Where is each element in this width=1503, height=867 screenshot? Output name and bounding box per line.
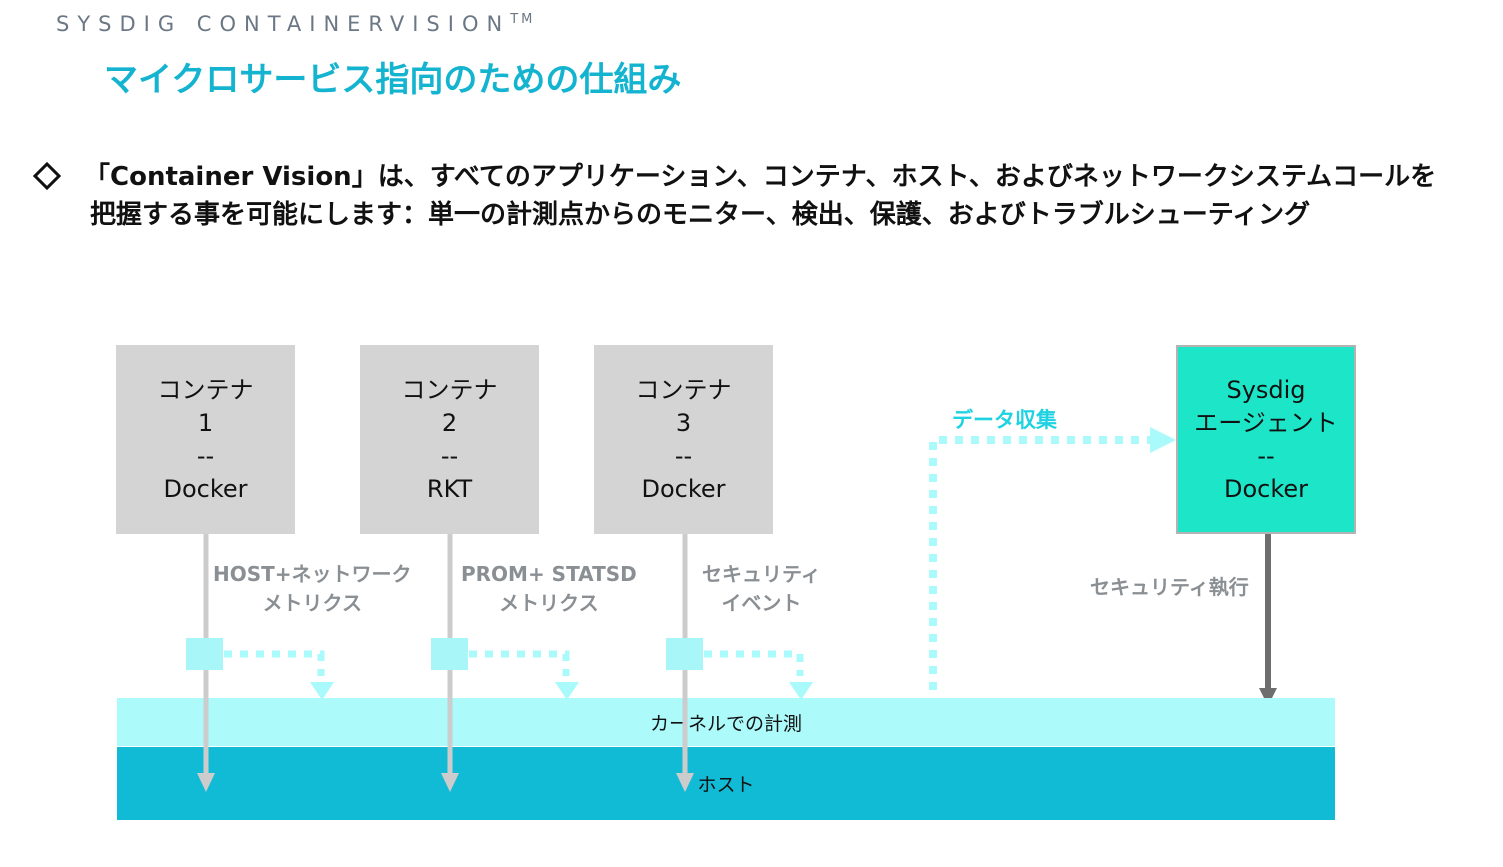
container-1-flow-label-line-2: メトリクス bbox=[262, 591, 362, 615]
container-1-title: コンテナ bbox=[157, 375, 254, 404]
brand-trademark: TM bbox=[510, 12, 536, 27]
agent-enforcement-arrowhead bbox=[1259, 688, 1277, 706]
host-layer-label: ホスト bbox=[697, 774, 755, 796]
brand-wordmark: SYSDIG CONTAINERVISIONTM bbox=[56, 12, 535, 36]
host-layer: ホスト bbox=[117, 747, 1335, 820]
sysdig-agent-box[interactable]: Sysdig エージェント -- Docker bbox=[1176, 345, 1356, 534]
agent-name: Sysdig bbox=[1226, 375, 1306, 404]
container-2-flow-label-line-2: メトリクス bbox=[499, 591, 599, 615]
container-1-box[interactable]: コンテナ 1 -- Docker bbox=[116, 345, 295, 534]
agent-subtitle: エージェント bbox=[1194, 408, 1338, 437]
container-3-runtime: Docker bbox=[641, 474, 726, 503]
container-3-number: 3 bbox=[675, 408, 692, 437]
container-3-title: コンテナ bbox=[635, 375, 732, 404]
data-collection-label: データ収集 bbox=[952, 408, 1057, 432]
container-3-feed-arrowhead bbox=[789, 682, 813, 700]
container-3-flow-label: セキュリティ イベント bbox=[702, 560, 821, 618]
container-2-runtime: RKT bbox=[426, 474, 473, 503]
agent-separator: -- bbox=[1257, 441, 1275, 470]
container-2-syscall-arrowhead bbox=[441, 773, 459, 792]
container-1-syscall-arrowhead bbox=[197, 773, 215, 792]
agent-runtime: Docker bbox=[1223, 474, 1309, 503]
container-1-flow-label: HOST+ネットワーク メトリクス bbox=[213, 560, 412, 618]
container-1-probe bbox=[186, 638, 223, 670]
container-2-feed-arrowhead bbox=[555, 682, 579, 700]
container-2-flow-label-line-1: PROM+ STATSD bbox=[461, 562, 637, 586]
container-2-probe bbox=[431, 638, 468, 670]
bullet-text: 「Container Vision」は、すべてのアプリケーション、コンテナ、ホス… bbox=[84, 158, 1494, 234]
container-3-separator: -- bbox=[674, 441, 693, 470]
container-1-flow-label-line-1: HOST+ネットワーク bbox=[213, 562, 412, 586]
bullet-line-1: 「Container Vision」は、すべてのアプリケーション、コンテナ、ホス… bbox=[84, 162, 1437, 192]
container-1-number: 1 bbox=[197, 408, 214, 437]
container-1-runtime: Docker bbox=[163, 474, 248, 503]
slide-title: マイクロサービス指向のための仕組み bbox=[104, 60, 682, 100]
kernel-layer-label: カーネルでの計測 bbox=[649, 712, 802, 735]
data-collection-arrowhead bbox=[1150, 427, 1176, 453]
container-2-title: コンテナ bbox=[401, 375, 498, 404]
container-3-flow-label-line-2: イベント bbox=[721, 591, 802, 615]
container-2-dotted-feed bbox=[469, 650, 570, 676]
container-3-probe bbox=[666, 638, 703, 670]
container-3-flow-label-line-1: セキュリティ bbox=[702, 562, 821, 586]
container-1-feed-arrowhead bbox=[310, 682, 334, 700]
agent-enforcement-label: セキュリティ執行 bbox=[1090, 575, 1249, 599]
container-1-separator: -- bbox=[196, 441, 215, 470]
container-2-separator: -- bbox=[440, 441, 459, 470]
container-1-dotted-feed bbox=[224, 650, 325, 676]
kernel-instrumentation-layer: カーネルでの計測 bbox=[117, 698, 1335, 746]
container-2-number: 2 bbox=[441, 408, 458, 437]
brand-name: SYSDIG CONTAINERVISION bbox=[56, 12, 511, 36]
container-2-box[interactable]: コンテナ 2 -- RKT bbox=[360, 345, 539, 534]
bullet-line-2: 把握する事を可能にします：単一の計測点からのモニター、検出、保護、およびトラブル… bbox=[90, 200, 1311, 230]
container-3-box[interactable]: コンテナ 3 -- Docker bbox=[594, 345, 773, 534]
container-3-dotted-feed bbox=[704, 650, 804, 676]
container-3-syscall-arrowhead bbox=[676, 773, 694, 792]
container-2-flow-label: PROM+ STATSD メトリクス bbox=[461, 560, 637, 618]
data-collection-path bbox=[929, 436, 1150, 690]
